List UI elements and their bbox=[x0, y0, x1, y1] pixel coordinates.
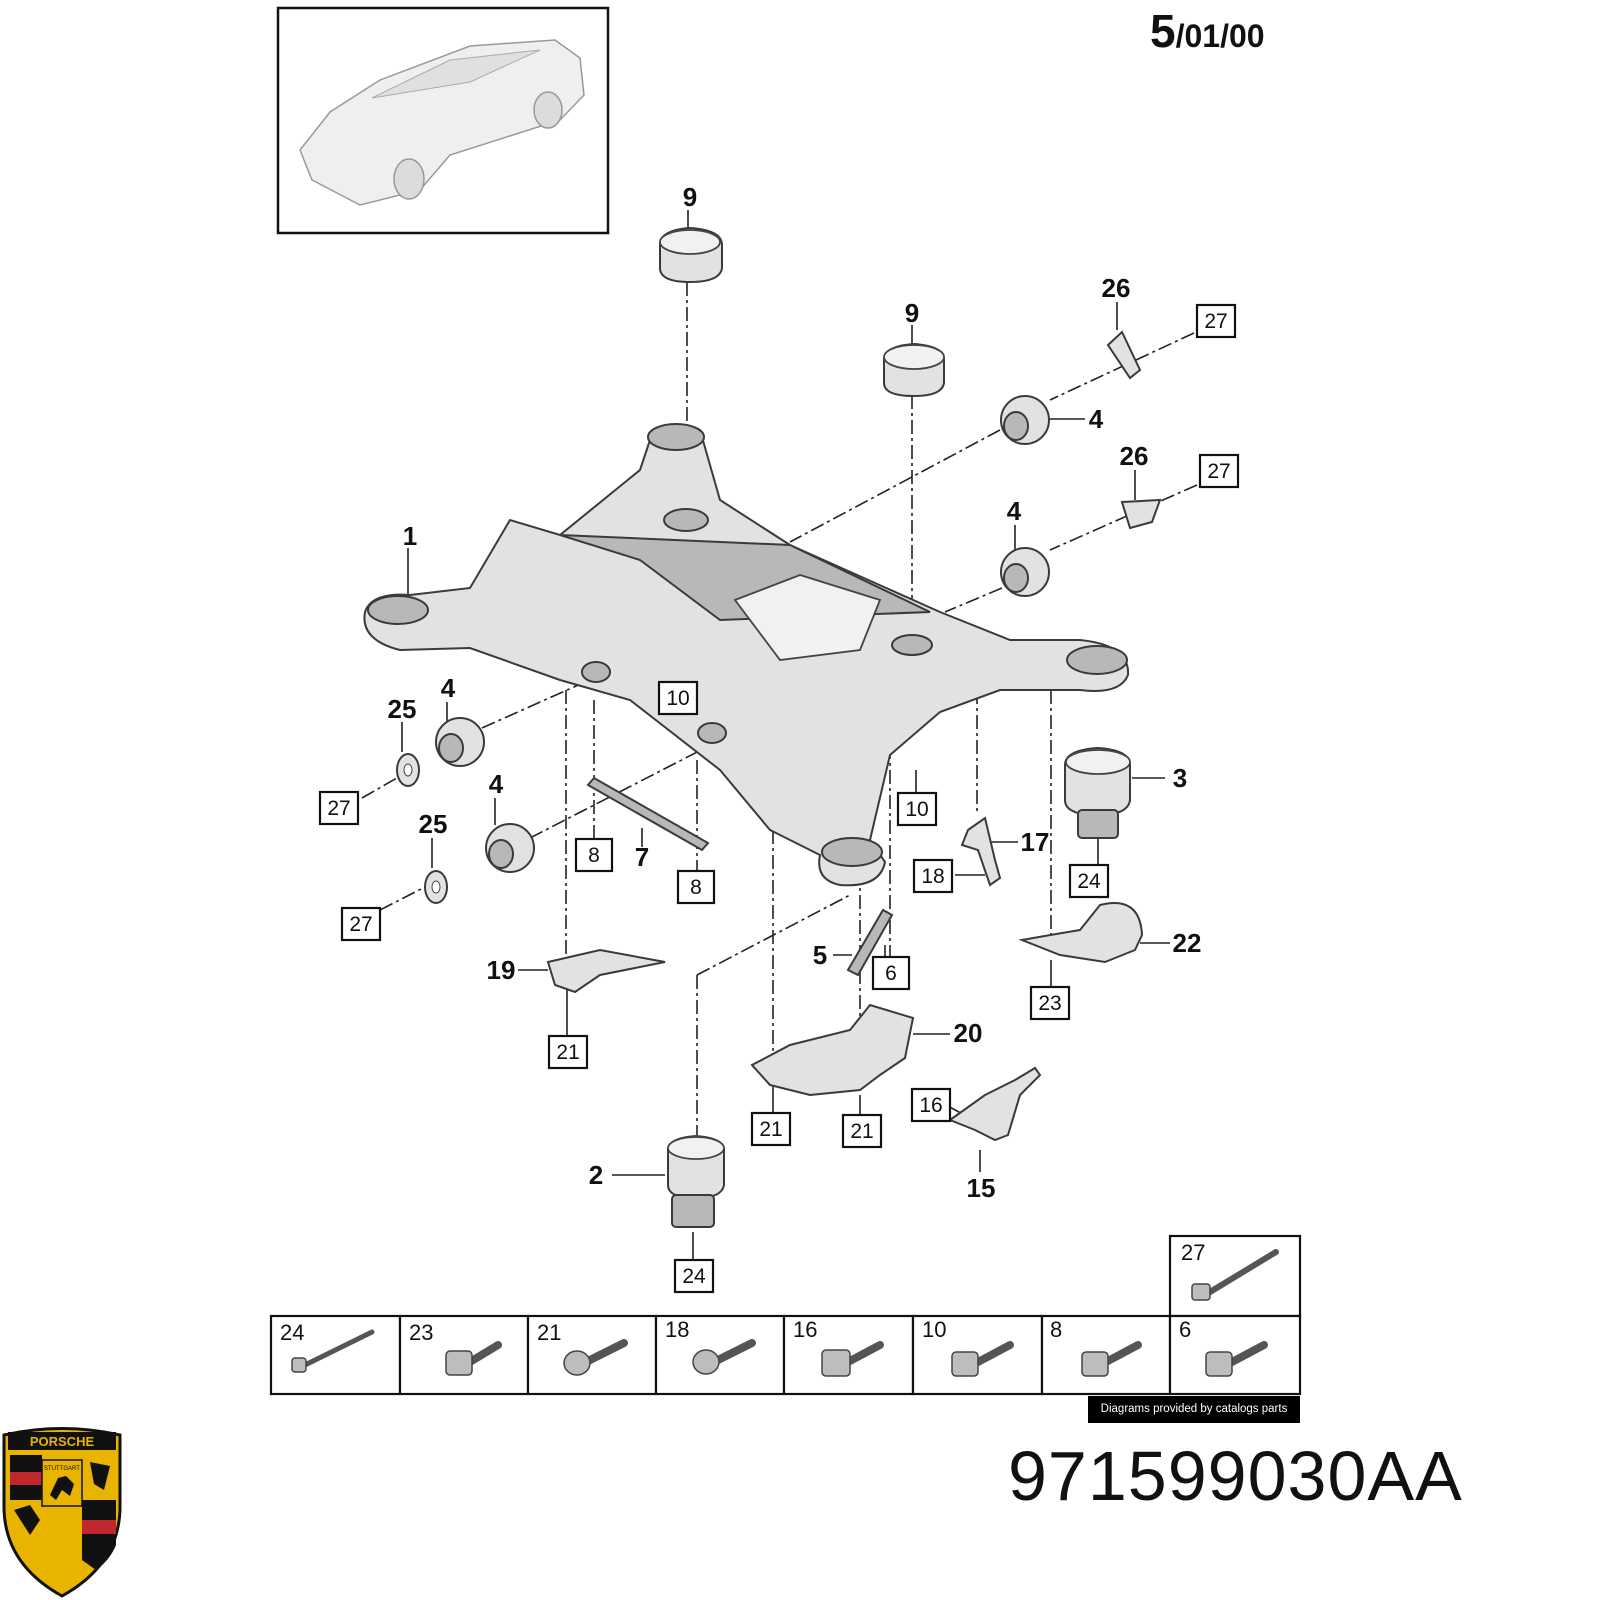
reference-box-label: 10 bbox=[666, 687, 689, 710]
callout-label: 4 bbox=[489, 769, 504, 799]
reference-box-label: 18 bbox=[921, 865, 944, 888]
clip-group bbox=[1106, 330, 1162, 530]
page-number-major: 5 bbox=[1150, 5, 1176, 57]
long-bolt-icon bbox=[1191, 1249, 1279, 1301]
bolt-icon bbox=[1081, 1341, 1142, 1377]
callout-label: 20 bbox=[954, 1018, 983, 1048]
bushing-right-lower bbox=[1000, 547, 1050, 597]
wiring-bracket bbox=[947, 1066, 1042, 1142]
reference-box-label: 27 bbox=[327, 797, 350, 820]
bolt-icon bbox=[445, 1341, 502, 1376]
fastener-cell-label: 23 bbox=[409, 1320, 433, 1345]
bushing-left-upper bbox=[435, 717, 485, 767]
credit-banner: Diagrams provided by catalogs parts bbox=[1088, 1396, 1300, 1423]
bushing-right-upper bbox=[1000, 395, 1050, 445]
fastener-cell-label: 10 bbox=[922, 1317, 946, 1342]
reference-box-label: 27 bbox=[349, 913, 372, 936]
callout-label: 9 bbox=[905, 298, 919, 328]
callout-label: 15 bbox=[967, 1173, 996, 1203]
bolt-icon bbox=[692, 1339, 756, 1375]
callout-labels: 9 9 26 4 26 4 1 4 25 4 25 3 17 7 22 19 5… bbox=[388, 182, 1202, 1203]
washer-group bbox=[396, 753, 448, 904]
fastener-cell-label: 27 bbox=[1181, 1240, 1205, 1265]
mounting-bracket bbox=[546, 948, 666, 994]
bushing-left-lower bbox=[485, 823, 535, 873]
callout-label: 3 bbox=[1173, 763, 1187, 793]
callout-label: 4 bbox=[441, 673, 456, 703]
porsche-crest-logo: PORSCHE STUTTGART bbox=[2, 1427, 122, 1598]
callout-label: 5 bbox=[813, 940, 827, 970]
reference-boxes: 27 27 10 27 10 27 8 8 18 24 6 23 21 21 2… bbox=[318, 303, 1240, 1294]
reference-box-label: 23 bbox=[1038, 992, 1061, 1015]
heat-shield-right bbox=[1018, 902, 1144, 964]
reference-box-label: 8 bbox=[690, 876, 702, 899]
callout-label: 17 bbox=[1021, 827, 1050, 857]
fastener-cell-label: 8 bbox=[1050, 1317, 1062, 1342]
callout-label: 19 bbox=[487, 955, 516, 985]
page-number: 5/01/00 bbox=[1150, 4, 1265, 58]
callout-label: 26 bbox=[1102, 273, 1131, 303]
fastener-cell-label: 16 bbox=[793, 1317, 817, 1342]
heat-shield-left bbox=[750, 1003, 915, 1097]
mount-bushing-upper-right bbox=[883, 342, 945, 398]
reference-box-label: 27 bbox=[1204, 310, 1227, 333]
car-icon bbox=[299, 39, 585, 206]
reference-box-label: 24 bbox=[682, 1265, 706, 1288]
callout-label: 25 bbox=[388, 694, 417, 724]
reference-box-label: 24 bbox=[1077, 870, 1101, 893]
hydro-mount-right bbox=[1064, 746, 1131, 839]
rear-subframe bbox=[363, 423, 1130, 887]
reference-box-label: 10 bbox=[905, 798, 928, 821]
bushing-group bbox=[435, 395, 1050, 873]
fastener-table: 27 24 23 21 18 16 10 8 6 bbox=[269, 1234, 1302, 1396]
callout-label: 4 bbox=[1089, 404, 1104, 434]
fastener-cell-label: 21 bbox=[537, 1320, 561, 1345]
bolt-icon bbox=[1205, 1341, 1268, 1377]
bolt-icon bbox=[291, 1329, 375, 1373]
reference-box-label: 8 bbox=[588, 844, 600, 867]
part-number: 971599030AA bbox=[1008, 1437, 1463, 1515]
callout-label: 2 bbox=[589, 1160, 603, 1190]
bolt-icon bbox=[951, 1341, 1014, 1377]
callout-label: 4 bbox=[1007, 496, 1022, 526]
reference-box-label: 6 bbox=[885, 962, 897, 985]
callout-label: 26 bbox=[1120, 441, 1149, 471]
callout-label: 25 bbox=[419, 809, 448, 839]
bolt-icon bbox=[821, 1341, 884, 1377]
brace-strut bbox=[586, 776, 710, 852]
logo-text-top: PORSCHE bbox=[30, 1434, 95, 1449]
callout-label: 1 bbox=[403, 521, 417, 551]
reference-box-label: 21 bbox=[759, 1118, 782, 1141]
leader-lines bbox=[361, 210, 1198, 1262]
reference-box-label: 27 bbox=[1207, 460, 1230, 483]
bolt-icon bbox=[563, 1339, 628, 1376]
logo-text-city: STUTTGART bbox=[44, 1466, 80, 1472]
strut-bar bbox=[846, 908, 894, 977]
reference-box-label: 16 bbox=[919, 1094, 942, 1117]
reference-box-label: 21 bbox=[556, 1041, 579, 1064]
reference-box-label: 21 bbox=[850, 1120, 873, 1143]
callout-label: 22 bbox=[1173, 928, 1202, 958]
callout-label: 9 bbox=[683, 182, 697, 212]
callout-label: 7 bbox=[635, 842, 649, 872]
vehicle-thumbnail bbox=[276, 6, 610, 235]
fastener-cell-label: 18 bbox=[665, 1317, 689, 1342]
fastener-cell-label: 24 bbox=[280, 1320, 304, 1345]
hydro-mount-left bbox=[667, 1134, 725, 1228]
mount-bushing-upper-left bbox=[659, 226, 723, 284]
page-number-minor: /01/00 bbox=[1175, 18, 1265, 54]
sensor-bracket bbox=[960, 816, 1002, 887]
fastener-cell-label: 6 bbox=[1179, 1317, 1191, 1342]
